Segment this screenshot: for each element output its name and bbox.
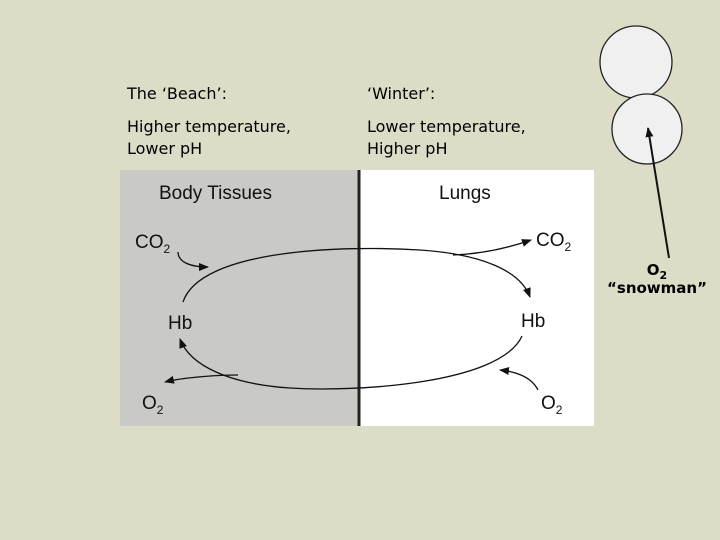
hemoglobin-cycle-diagram: Body Tissues Lungs CO2 CO2 Hb Hb O2 O2: [120, 170, 594, 426]
cycle-top-arc: [182, 247, 531, 303]
hb-tissues-label: Hb: [168, 313, 192, 334]
o2-tissues-label: O2: [142, 393, 164, 417]
o2-out-arrow: [164, 374, 239, 384]
snowman-label: “snowman”: [607, 279, 707, 297]
o2-in-arrow: [499, 367, 539, 391]
co2-out-arrow: [452, 239, 532, 256]
co2-lungs-label: CO2: [536, 230, 572, 254]
snowman-head-circle: [599, 25, 673, 99]
cycle-bottom-arc: [179, 335, 523, 390]
beach-temperature-text: Higher temperature,: [127, 117, 291, 136]
winter-title: ‘Winter’:: [367, 84, 436, 103]
snowman-body-circle: [611, 93, 683, 165]
co2-in-arrow: [177, 251, 209, 271]
co2-tissues-label: CO2: [135, 232, 171, 256]
hb-lungs-label: Hb: [521, 311, 545, 332]
winter-ph-text: Higher pH: [367, 139, 448, 158]
body-tissues-title: Body Tissues: [159, 183, 272, 204]
winter-temperature-text: Lower temperature,: [367, 117, 526, 136]
o2-molecule-label: O2: [646, 261, 668, 282]
lungs-title: Lungs: [439, 183, 491, 204]
beach-title: The ‘Beach’:: [127, 84, 227, 103]
body-tissues-panel: [120, 170, 359, 426]
lungs-panel: [359, 170, 594, 426]
snowman-pointer-arrow: [645, 127, 670, 259]
o2-lungs-label: O2: [541, 393, 563, 417]
beach-ph-text: Lower pH: [127, 139, 203, 158]
o2-snowman-illustration: [599, 25, 683, 259]
